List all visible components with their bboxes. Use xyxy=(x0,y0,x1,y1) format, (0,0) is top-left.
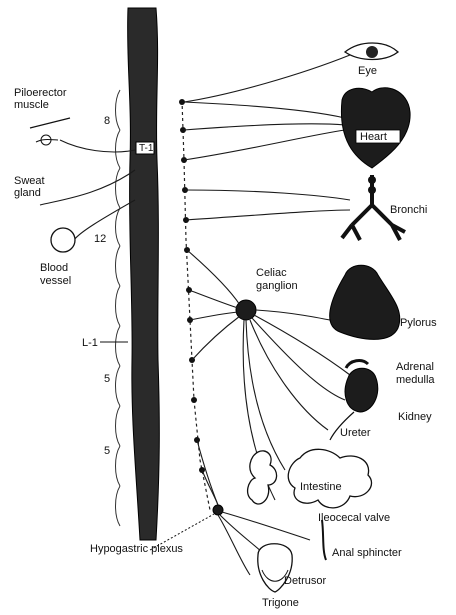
eye xyxy=(345,43,398,60)
label-sweat: Sweat xyxy=(14,175,45,187)
marker-l1: L-1 xyxy=(82,337,98,349)
marker-t1: T-1 xyxy=(139,143,154,154)
stomach-pylorus xyxy=(330,265,400,339)
label-vessel: vessel xyxy=(40,275,71,287)
piloerector-hair xyxy=(30,118,70,145)
sympathetic-chain xyxy=(179,99,210,510)
marker-c8: 8 xyxy=(104,115,110,127)
label-anal-sphincter: Anal sphincter xyxy=(332,547,402,559)
label-trigone: Trigone xyxy=(262,597,299,609)
label-adrenal: Adrenal xyxy=(396,361,434,373)
label-bronchi: Bronchi xyxy=(390,204,427,216)
label-heart: Heart xyxy=(360,131,387,143)
label-intestine: Intestine xyxy=(300,481,342,493)
label-pylorus: Pylorus xyxy=(400,317,437,329)
vertebral-segments xyxy=(116,90,121,526)
label-kidney: Kidney xyxy=(398,411,432,423)
label-hypogastric-plexus: Hypogastric plexus xyxy=(90,543,183,555)
label-ureter: Ureter xyxy=(340,427,371,439)
label-ileocecal: Ileocecal valve xyxy=(318,512,390,524)
label-piloerector: Piloerector xyxy=(14,87,67,99)
label-gland: gland xyxy=(14,187,41,199)
marker-t12: 12 xyxy=(94,233,106,245)
label-ganglion: ganglion xyxy=(256,280,298,292)
spinal-cord xyxy=(128,8,160,540)
label-eye: Eye xyxy=(358,65,377,77)
blood-vessel-icon xyxy=(51,228,75,252)
marker-s5: 5 xyxy=(104,445,110,457)
label-detrusor: Detrusor xyxy=(284,575,327,587)
hypogastric-plexus-node xyxy=(213,505,223,515)
label-medulla: medulla xyxy=(396,374,435,386)
label-celiac: Celiac xyxy=(256,267,287,279)
marker-l5: 5 xyxy=(104,373,110,385)
heart xyxy=(341,88,410,168)
label-muscle: muscle xyxy=(14,99,49,111)
label-blood: Blood xyxy=(40,262,68,274)
intestines xyxy=(248,449,372,560)
